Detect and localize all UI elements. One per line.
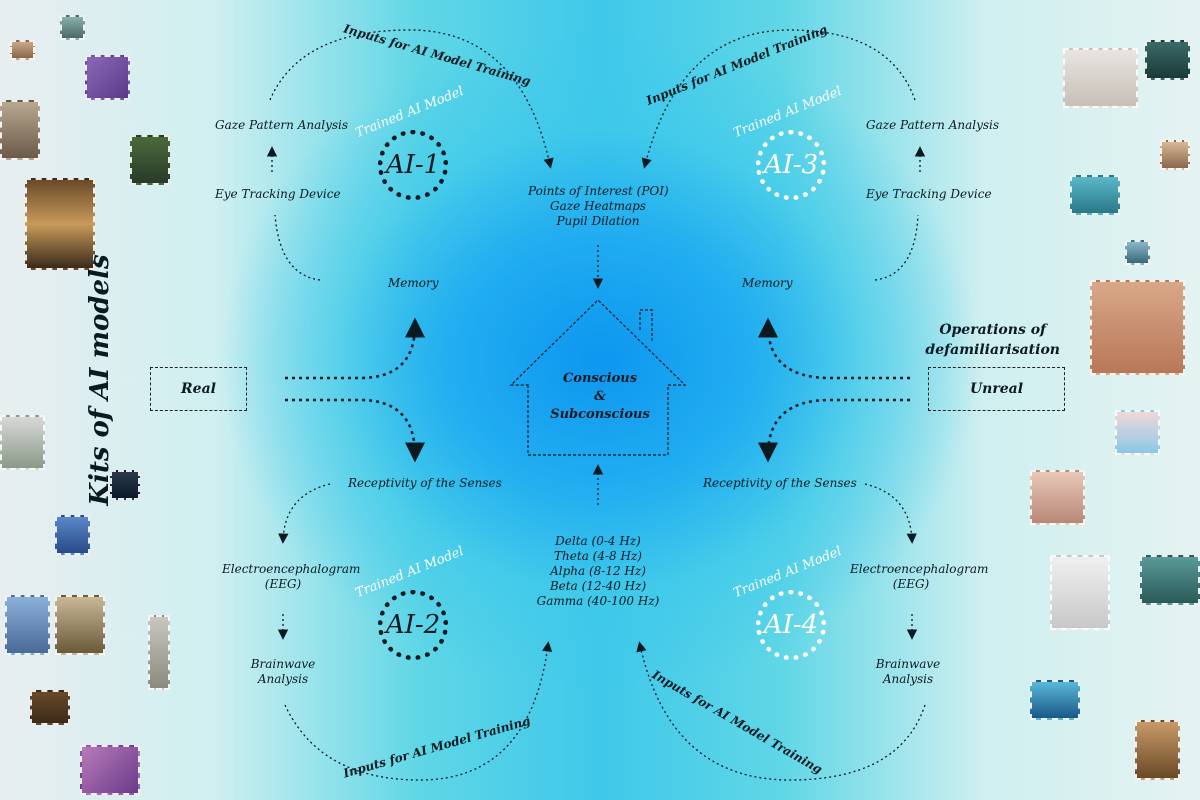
real-fork-up [285,317,425,380]
photo-thumbnail [25,178,95,270]
unreal-box: Unreal [928,367,1065,411]
brainwave-right-1: Brainwave [875,657,941,671]
photo-thumbnail [1125,240,1150,265]
photo-thumbnail [110,470,140,500]
pupil-label: Pupil Dilation [556,214,640,228]
memory-eye-right [874,214,919,281]
photo-thumbnail [55,515,90,555]
photo-thumbnail [1070,175,1120,215]
arc-bottom-right [636,641,926,781]
real-box: Real [150,367,247,411]
photo-thumbnail [1145,40,1190,80]
house-label: Conscious & Subconscious [540,370,660,424]
photo-thumbnail [60,15,85,40]
side-title: Kits of AI models [85,254,115,506]
brainwave-left-1: Brainwave [250,657,316,671]
eeg-left-2: (EEG) [264,577,302,591]
photo-thumbnail [85,55,130,100]
eeg-right-2: (EEG) [892,577,930,591]
house-line-1: Conscious [562,371,638,386]
brainwave-left-2: Analysis [257,672,309,686]
photo-thumbnail [1050,555,1110,630]
eeg-right-1: Electroencephalogram [850,562,989,576]
eye-tracking-left: Eye Tracking Device [215,187,341,201]
photo-thumbnail [148,615,170,690]
unreal-fork-down [758,398,910,463]
photo-thumbnail [1030,470,1085,525]
receptivity-right: Receptivity of the Senses [703,476,857,490]
photo-thumbnail [1115,410,1160,455]
photo-thumbnail [55,595,105,655]
house-icon [509,299,687,456]
gaze-analysis-left: Gaze Pattern Analysis [215,118,349,132]
arc-bottom-left [284,641,553,781]
delta-label: Delta (0-4 Hz) [555,534,641,548]
photo-thumbnail [30,690,70,725]
ai-3-circle: AI-3 [756,130,826,200]
arc-top-right [641,29,916,169]
receptivity-eeg-right [864,483,917,544]
memory-eye-left [274,214,321,281]
operations-label: Operations of defamiliarisation [925,322,1060,358]
receptivity-eeg-left [278,483,331,544]
unreal-fork-up [758,317,910,380]
photo-thumbnail [0,100,40,160]
receptivity-left: Receptivity of the Senses [348,476,502,490]
gamma-label: Gamma (40-100 Hz) [536,594,660,608]
gaze-analysis-right: Gaze Pattern Analysis [866,118,1000,132]
memory-right: Memory [742,276,793,290]
photo-thumbnail [5,595,50,655]
house-line-2: & [594,389,606,404]
eeg-left-1: Electroencephalogram [222,562,361,576]
photo-thumbnail [1140,555,1200,605]
left-image-collage [0,0,170,800]
brainwave-right-2: Analysis [882,672,934,686]
house-line-3: Subconscious [550,407,650,422]
photo-thumbnail [0,415,45,470]
photo-thumbnail [1160,140,1190,170]
ai-4-circle: AI-4 [756,590,826,660]
poi-label: Points of Interest (POI) [528,184,669,198]
beta-label: Beta (12-40 Hz) [549,579,647,593]
heatmaps-label: Gaze Heatmaps [550,199,646,213]
photo-thumbnail [1090,280,1185,375]
ai-2-circle: AI-2 [378,590,448,660]
arc-top-left [269,29,554,169]
memory-left: Memory [388,276,439,290]
photo-thumbnail [80,745,140,795]
alpha-label: Alpha (8-12 Hz) [550,564,646,578]
photo-thumbnail [1030,680,1080,720]
photo-thumbnail [10,40,35,60]
real-fork-down [285,398,425,463]
theta-label: Theta (4-8 Hz) [554,549,642,563]
eye-tracking-right: Eye Tracking Device [866,187,992,201]
ai-1-circle: AI-1 [378,130,448,200]
photo-thumbnail [1135,720,1180,780]
right-image-collage [1030,0,1200,800]
photo-thumbnail [130,135,170,185]
photo-thumbnail [1063,48,1138,108]
